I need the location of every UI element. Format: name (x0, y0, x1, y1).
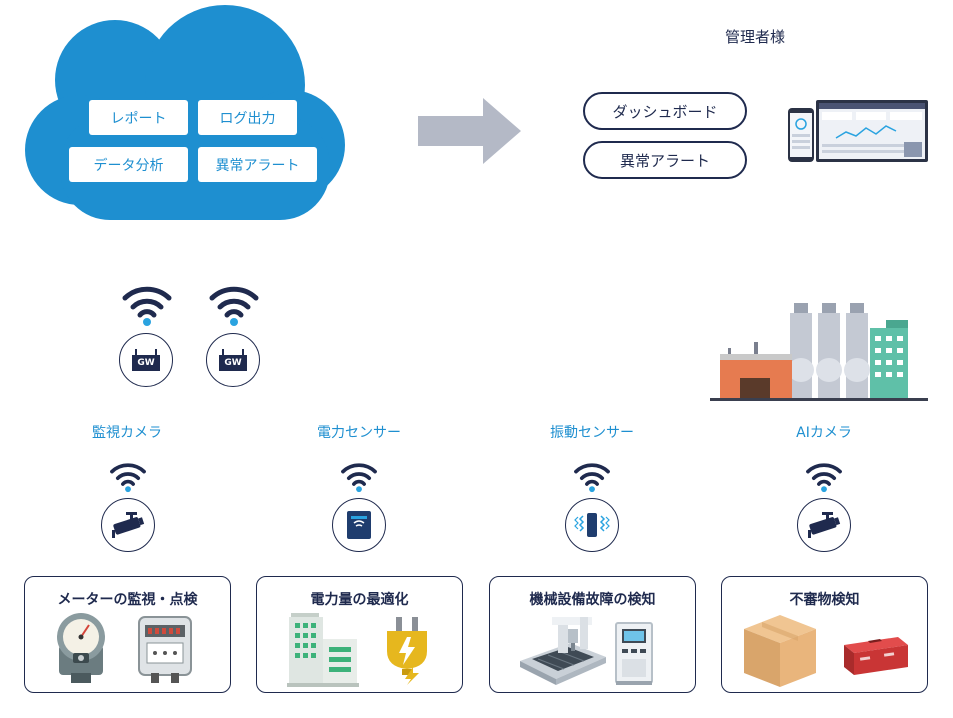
ai-camera-icon (797, 498, 851, 552)
red-case-icon (844, 637, 908, 675)
gateway-label: GW (132, 355, 160, 371)
vibration-sensor-icon (565, 498, 619, 552)
security-camera-icon (101, 498, 155, 552)
usecase-title: 不審物検知 (789, 592, 860, 608)
factory-icon (710, 303, 928, 401)
gateway-label: GW (219, 355, 247, 371)
usecase-title: 機械設備故障の検知 (529, 592, 656, 608)
gateway-icon: GW (119, 333, 173, 387)
arrow-right-icon (418, 98, 521, 164)
cnc-machine-icon (520, 617, 606, 685)
usecase-meter: メーターの監視・点検 (24, 576, 231, 693)
power-sensor-icon (332, 498, 386, 552)
cloud-log-button[interactable]: ログ出力 (198, 100, 297, 135)
usecase-suspicious: 不審物検知 (721, 576, 928, 693)
admin-title: 管理者様 (724, 28, 785, 46)
sensor-label-ai-camera: AIカメラ (796, 425, 852, 441)
wifi-icon (806, 463, 842, 493)
wifi-icon (574, 463, 610, 493)
usecase-title: 電力量の最適化 (310, 592, 409, 608)
sensor-label-camera: 監視カメラ (92, 425, 162, 441)
usecase-title: メーターの監視・点検 (57, 592, 198, 608)
wifi-icon (209, 286, 259, 326)
control-cabinet-icon (615, 622, 653, 685)
sensor-label-vibration: 振動センサー (550, 425, 634, 441)
cloud-analysis-button[interactable]: データ分析 (69, 147, 188, 182)
power-plug-icon (387, 617, 427, 685)
dashboard-button[interactable]: ダッシュボード (583, 92, 747, 130)
building-icon (287, 613, 359, 687)
usecase-machine: 機械設備故障の検知 (489, 576, 696, 693)
wifi-icon (122, 286, 172, 326)
electric-meter-icon (138, 616, 192, 683)
cloud-report-button[interactable]: レポート (89, 100, 188, 135)
alert-button[interactable]: 異常アラート (583, 141, 747, 179)
cardboard-box-icon (744, 615, 816, 687)
cloud-alert-button[interactable]: 異常アラート (198, 147, 317, 182)
gauge-meter-icon (57, 613, 105, 683)
usecase-power: 電力量の最適化 (256, 576, 463, 693)
gateway-icon: GW (206, 333, 260, 387)
sensor-label-power: 電力センサー (317, 425, 401, 441)
dashboard-devices-icon (788, 100, 928, 162)
wifi-icon (110, 463, 146, 493)
wifi-icon (341, 463, 377, 493)
